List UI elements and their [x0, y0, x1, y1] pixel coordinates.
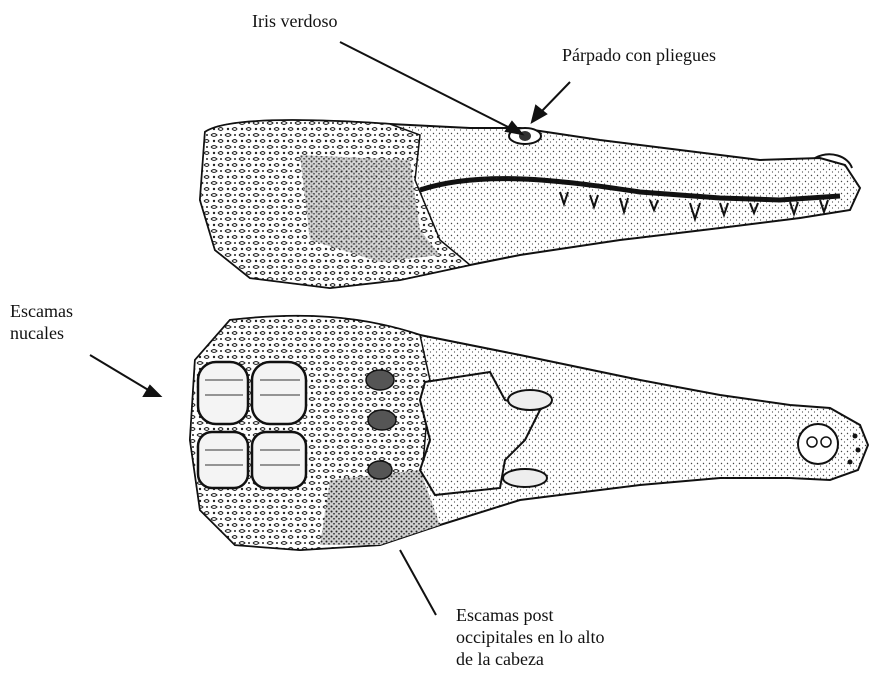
- nuchal-scute-1: [198, 362, 248, 424]
- label-escamas-post-line-2: occipitales en lo alto: [456, 626, 604, 648]
- top-view-head: [190, 316, 868, 550]
- snout-dot-2: [856, 448, 861, 453]
- nuchal-scute-3: [198, 432, 248, 488]
- snout-dot-3: [848, 460, 853, 465]
- nostril-right: [821, 437, 831, 447]
- nuchal-scute-4: [252, 432, 306, 488]
- nostril-disk: [798, 424, 838, 464]
- top-post-occipital-shading: [320, 470, 440, 545]
- snout-dot-1: [853, 434, 858, 439]
- nuchal-scute-2: [252, 362, 306, 424]
- label-escamas-nucales-line-2: nucales: [10, 322, 73, 344]
- label-parpado: Párpado con pliegues: [562, 44, 716, 66]
- label-escamas-post-line-3: de la cabeza: [456, 648, 604, 670]
- nucales-leader-line: [90, 355, 150, 391]
- top-eye-upper: [508, 390, 552, 410]
- side-view-head: [200, 120, 860, 288]
- label-escamas-nucales-line-1: Escamas: [10, 300, 73, 322]
- post-orbital-scale-1: [366, 370, 394, 390]
- post-occipital-leader-line: [400, 550, 436, 615]
- nucales-arrowhead: [144, 386, 160, 396]
- label-escamas-post-occipitales: Escamas post occipitales en lo alto de l…: [456, 604, 604, 670]
- nostril-left: [807, 437, 817, 447]
- label-iris-verdoso: Iris verdoso: [252, 10, 337, 32]
- parpado-leader-line: [540, 82, 570, 113]
- top-eye-lower: [503, 469, 547, 487]
- label-escamas-nucales: Escamas nucales: [10, 300, 73, 344]
- post-orbital-scale-2: [368, 410, 396, 430]
- post-orbital-scale-3: [368, 461, 392, 479]
- label-escamas-post-line-1: Escamas post: [456, 604, 604, 626]
- iris-leader-line: [340, 42, 518, 132]
